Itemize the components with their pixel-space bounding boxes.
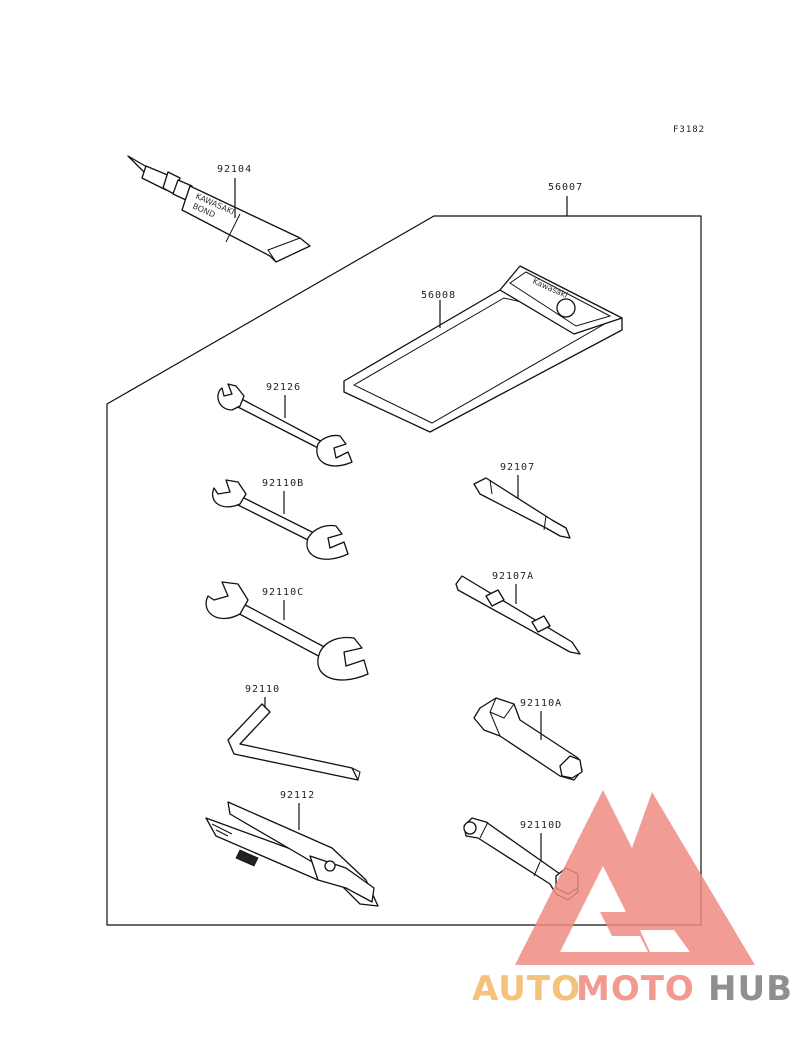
part-number-92112: 92112 — [280, 790, 315, 801]
watermark-moto: MOTO — [576, 969, 695, 1009]
watermark-logo — [515, 790, 755, 965]
part-number-56008: 56008 — [421, 290, 456, 301]
watermark-auto: AUTO — [472, 969, 581, 1009]
pliers-92112 — [205, 801, 379, 907]
watermark-hub: HUB — [708, 969, 793, 1009]
part-number-92107: 92107 — [500, 462, 535, 473]
watermark-text: AUTO MOTO HUB — [472, 969, 793, 1009]
tool-pouch: Kawasaki — [343, 265, 623, 433]
kit-part-number: 56007 — [548, 182, 583, 193]
part-number-92110: 92110 — [245, 684, 280, 695]
part-labels: 92104 56008 92126 92110B 92110C 92110 92… — [217, 164, 562, 862]
box-spanner-92110a — [473, 697, 583, 781]
wrench-92110b — [212, 479, 349, 560]
part-number-92110b: 92110B — [262, 478, 304, 489]
figure-id: F3182 — [673, 125, 705, 135]
part-number-92126: 92126 — [266, 382, 301, 393]
wrench-92126 — [217, 383, 353, 467]
part-number-92104: 92104 — [217, 164, 252, 175]
hex-key-92110 — [227, 703, 361, 781]
part-number-92107a: 92107A — [492, 571, 534, 582]
wrench-92110c — [205, 581, 369, 681]
part-number-92110c: 92110C — [262, 587, 304, 598]
screwdriver-92107a — [455, 575, 581, 655]
part-number-92110d: 92110D — [520, 820, 562, 831]
part-number-92110a: 92110A — [520, 698, 562, 709]
screwdriver-92107 — [473, 477, 571, 539]
